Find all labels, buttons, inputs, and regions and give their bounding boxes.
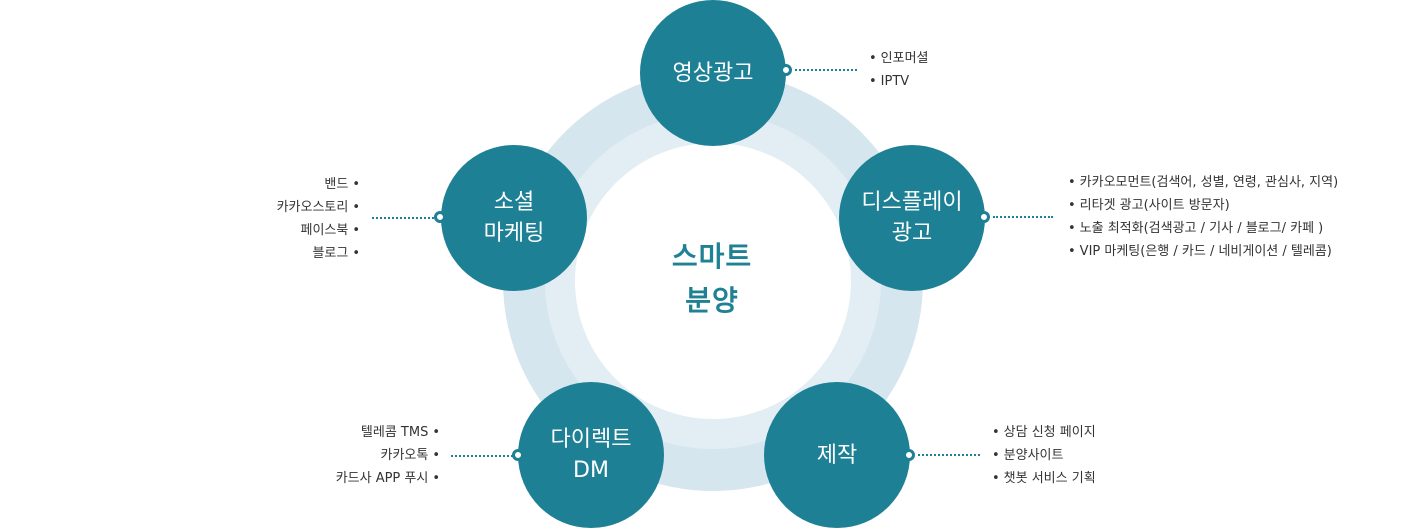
list-item: 카카오모먼트(검색어, 성별, 연령, 관심사, 지역): [1068, 171, 1338, 194]
list-item: VIP 마케팅(은행 / 카드 / 네비게이션 / 텔레콤): [1068, 240, 1338, 263]
list-item: 밴드: [277, 173, 360, 196]
list-item: 블로그: [277, 242, 360, 265]
connector-dot: [512, 449, 524, 461]
node-production: 제작: [764, 382, 910, 528]
list-item: 분양사이트: [992, 444, 1096, 467]
connector-line: [993, 216, 1053, 218]
direct-dm-list: 텔레콤 TMS 카카오톡 카드사 APP 푸시: [336, 421, 440, 490]
connector-dot: [434, 211, 446, 223]
connector-line: [918, 454, 980, 456]
list-item: 인포머셜: [869, 47, 929, 70]
node-direct-dm-line2: DM: [573, 458, 609, 483]
center-label-line2: 분양: [685, 284, 739, 317]
center-label-line1: 스마트: [671, 240, 753, 273]
list-item: 리타겟 광고(사이트 방문자): [1068, 194, 1338, 217]
node-video-ad-label: 영상광고: [672, 60, 754, 86]
connector-dot: [978, 211, 990, 223]
list-item: 챗봇 서비스 기획: [992, 467, 1096, 490]
video-ad-list: 인포머셜 IPTV: [869, 47, 929, 93]
connector-line: [795, 69, 857, 71]
node-display-ad-line2: 광고: [891, 221, 933, 246]
display-ad-list: 카카오모먼트(검색어, 성별, 연령, 관심사, 지역) 리타겟 광고(사이트 …: [1068, 171, 1338, 263]
production-list: 상담 신청 페이지 분양사이트 챗봇 서비스 기획: [992, 421, 1096, 490]
connector-line: [451, 455, 513, 457]
list-item: 노출 최적화(검색광고 / 기사 / 블로그/ 카페 ): [1068, 217, 1338, 240]
list-item: 상담 신청 페이지: [992, 421, 1096, 444]
social-marketing-list: 밴드 카카오스토리 페이스북 블로그: [277, 173, 360, 265]
node-social-marketing-line1: 소셜: [493, 190, 535, 215]
list-item: IPTV: [869, 70, 929, 93]
node-direct-dm: 다이렉트 DM: [518, 382, 664, 528]
node-display-ad: 디스플레이 광고: [839, 145, 985, 291]
node-social-marketing: 소셜 마케팅: [441, 145, 587, 291]
list-item: 카카오톡: [336, 444, 440, 467]
list-item: 페이스북: [277, 219, 360, 242]
list-item: 카카오스토리: [277, 196, 360, 219]
node-display-ad-line1: 디스플레이: [861, 190, 963, 215]
center-label: 스마트 분양: [612, 235, 812, 323]
connector-dot: [780, 64, 792, 76]
node-social-marketing-line2: 마케팅: [483, 221, 545, 246]
inner-circle: [575, 143, 851, 419]
connector-dot: [903, 449, 915, 461]
list-item: 텔레콤 TMS: [336, 421, 440, 444]
node-direct-dm-line1: 다이렉트: [550, 427, 632, 452]
connector-line: [372, 217, 434, 219]
node-production-label: 제작: [816, 442, 858, 468]
list-item: 카드사 APP 푸시: [336, 467, 440, 490]
node-video-ad: 영상광고: [640, 0, 786, 146]
